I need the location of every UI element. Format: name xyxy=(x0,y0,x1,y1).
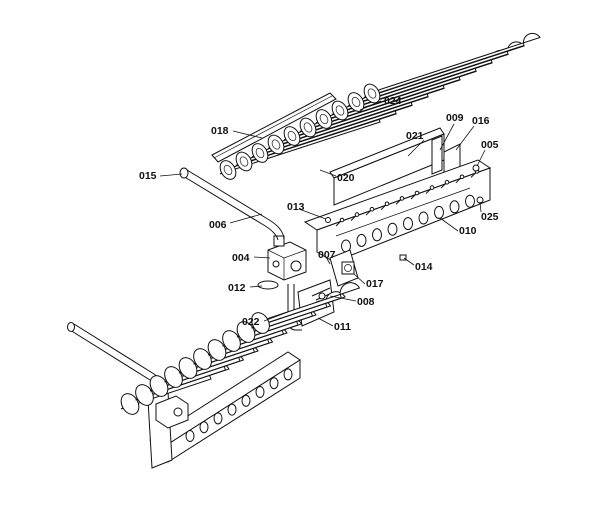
rail-hole xyxy=(465,194,475,208)
burner-tube-port xyxy=(303,122,313,133)
burner-tube-port xyxy=(287,130,297,142)
screw xyxy=(325,217,331,223)
burner-tube-end xyxy=(299,117,317,138)
callout-004: 004 xyxy=(232,252,250,264)
lower-burner-body xyxy=(251,282,361,329)
burner-tube-body xyxy=(363,32,541,98)
lower-rail-hole xyxy=(269,377,279,390)
burner-tube-port xyxy=(271,139,281,150)
lower-rail-hole xyxy=(241,394,251,407)
burner-tube-port xyxy=(239,156,249,167)
orifice-pin-head xyxy=(339,217,345,223)
burner-tube-port xyxy=(351,96,361,108)
burner-tube-end xyxy=(235,151,253,172)
burner-tube-port xyxy=(319,113,329,125)
orifice-pin-head xyxy=(354,212,360,217)
callout-labels: 024 018 009 016 021 005 015 020 013 025 … xyxy=(139,95,499,333)
burner-tube-end xyxy=(331,100,349,121)
lower-burner-tube xyxy=(251,282,361,334)
leader-lines xyxy=(159,100,486,327)
burner-panel xyxy=(329,127,461,206)
orifice-pin-head xyxy=(399,196,405,201)
lower-rail-hole xyxy=(283,368,293,381)
lower-rail-holes xyxy=(185,368,293,442)
rail-hole xyxy=(387,222,398,236)
lower-burner-end xyxy=(251,312,270,334)
callout-011: 011 xyxy=(334,321,351,333)
lower-rail-hole xyxy=(255,386,265,398)
callout-025: 025 xyxy=(481,211,499,223)
lower-rail-hole xyxy=(185,430,195,442)
callout-008: 008 xyxy=(357,296,375,308)
burner-rail xyxy=(303,159,492,263)
rail-hole xyxy=(418,211,429,225)
burner-tube-end xyxy=(347,92,365,112)
callout-009: 009 xyxy=(446,112,464,124)
orifice-pin-head xyxy=(414,190,420,196)
upper-burner-tubes xyxy=(219,32,541,180)
orifice-pin-head xyxy=(369,206,375,212)
lower-rail-hole xyxy=(199,421,209,434)
callout-014: 014 xyxy=(415,261,433,273)
orifice-pin-head xyxy=(384,201,390,207)
callout-016: 016 xyxy=(472,115,490,127)
burner-tube xyxy=(363,32,541,104)
rail-hole xyxy=(434,205,444,219)
screw xyxy=(472,164,480,172)
burner-tube-port xyxy=(255,147,265,159)
rail-holes xyxy=(341,194,475,253)
callout-007: 007 xyxy=(318,249,336,261)
burner-tube-port xyxy=(335,105,345,116)
lower-rail-hole xyxy=(213,412,223,425)
lower-rail-hole xyxy=(227,403,237,416)
callout-024: 024 xyxy=(384,95,402,107)
burner-tube-port xyxy=(367,88,377,99)
callout-005: 005 xyxy=(481,139,499,151)
callout-006: 006 xyxy=(209,219,227,231)
burner-tube-port xyxy=(223,164,233,176)
burner-tube-end xyxy=(267,134,285,155)
burner-tube-end xyxy=(315,109,333,129)
clip-part xyxy=(399,254,407,261)
burner-tube-end xyxy=(219,160,237,180)
callout-010: 010 xyxy=(459,225,477,237)
callout-013: 013 xyxy=(287,201,305,213)
callout-017: 017 xyxy=(366,278,384,290)
callout-015: 015 xyxy=(139,170,157,182)
gas-valve xyxy=(257,235,307,290)
orifice-pin-head xyxy=(459,174,465,180)
callout-021: 021 xyxy=(406,130,424,142)
lower-burner-tubes xyxy=(120,282,361,415)
gas-supply-tube xyxy=(179,167,285,241)
rail-hole xyxy=(356,233,367,247)
burner-tube-end xyxy=(363,83,381,104)
rail-hole xyxy=(372,228,382,242)
manifold-plate xyxy=(211,92,337,163)
callout-020: 020 xyxy=(337,172,355,184)
orifice-pin-head xyxy=(429,185,435,190)
rail-hole xyxy=(449,200,460,214)
burner-tube-end xyxy=(251,143,269,163)
rail-hole xyxy=(403,217,413,231)
assembled-burner-view xyxy=(67,282,361,469)
callout-022: 022 xyxy=(242,316,260,328)
callout-012: 012 xyxy=(228,282,246,294)
burner-tube-end xyxy=(283,126,301,146)
callout-018: 018 xyxy=(211,125,229,137)
orifice-pin-head xyxy=(444,179,450,185)
